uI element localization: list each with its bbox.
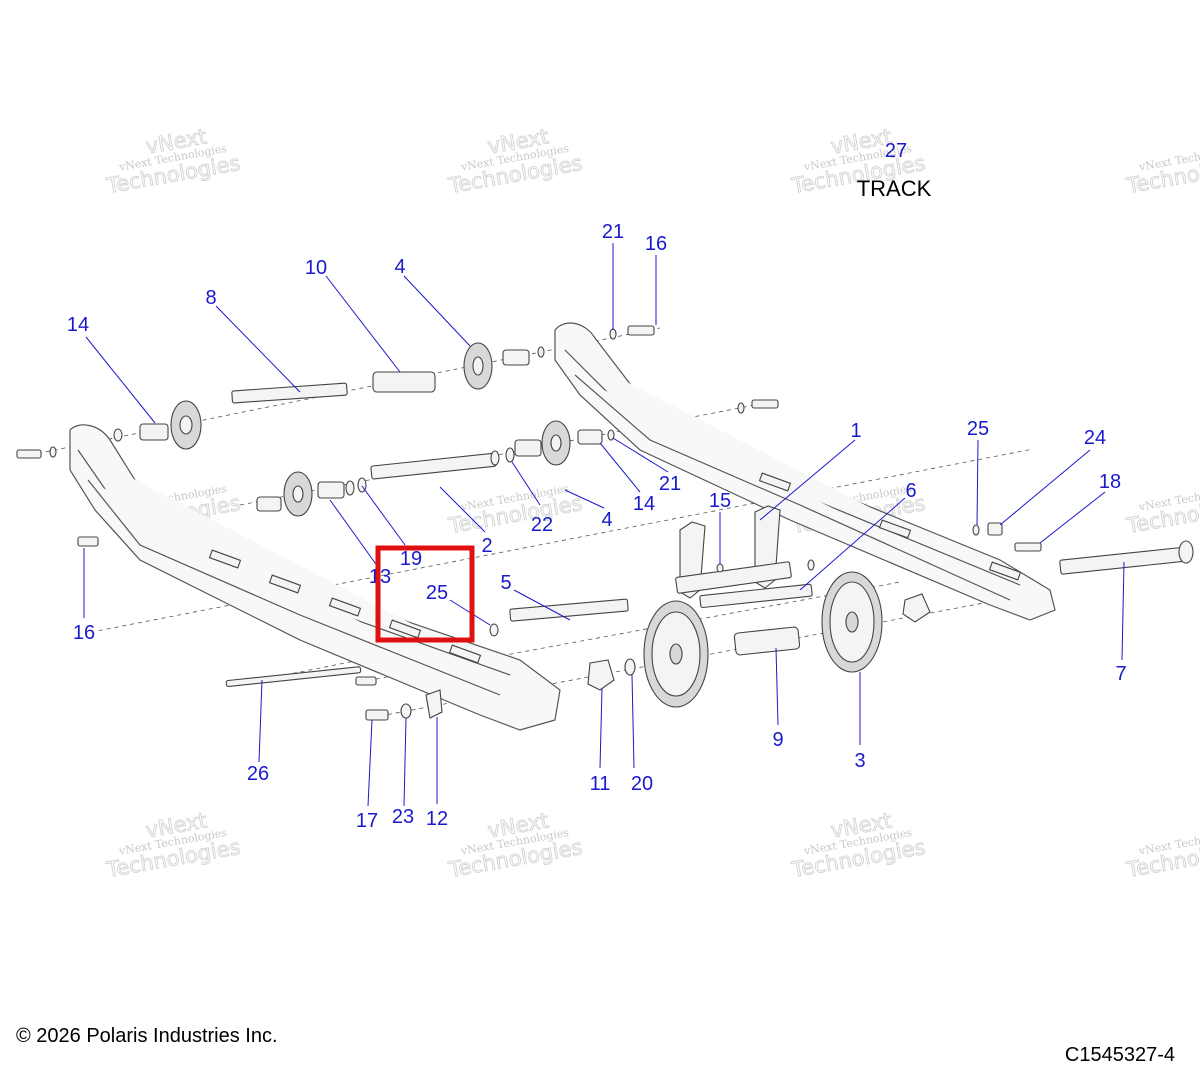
axle-9 bbox=[733, 626, 801, 656]
shaft-10 bbox=[372, 371, 436, 393]
callout-21-lower[interactable]: 21 bbox=[659, 473, 681, 495]
callout-23[interactable]: 23 bbox=[392, 806, 414, 828]
shaft-6 bbox=[699, 583, 813, 609]
diagram-code: C1545327-4 bbox=[1064, 1044, 1175, 1066]
callout-26[interactable]: 26 bbox=[247, 763, 269, 785]
shaft-2 bbox=[370, 452, 497, 480]
callout-14-left[interactable]: 14 bbox=[67, 314, 89, 336]
callout-16-right[interactable]: 16 bbox=[645, 233, 667, 255]
bolt-18 bbox=[1014, 542, 1042, 552]
bolt-16-left bbox=[77, 536, 99, 547]
callout-5[interactable]: 5 bbox=[500, 572, 511, 594]
callout-22[interactable]: 22 bbox=[531, 514, 553, 536]
callout-6[interactable]: 6 bbox=[905, 480, 916, 502]
callout-15[interactable]: 15 bbox=[709, 490, 731, 512]
plate-12 bbox=[425, 689, 443, 719]
watermark-top-1: vNext Technologies Technologies vNext bbox=[104, 124, 243, 199]
bolt-26 bbox=[225, 666, 362, 688]
callout-10[interactable]: 10 bbox=[305, 257, 327, 279]
watermark-mid-4: vNext Technologies Technologies bbox=[1124, 482, 1200, 539]
spacer-14-right bbox=[577, 429, 603, 445]
large-wheels bbox=[587, 571, 931, 708]
callout-7[interactable]: 7 bbox=[1115, 663, 1126, 685]
callout-12[interactable]: 12 bbox=[426, 808, 448, 830]
spacer-13 bbox=[317, 481, 345, 499]
callout-27[interactable]: 27 bbox=[885, 140, 907, 162]
shaft-5 bbox=[509, 598, 629, 622]
callout-2[interactable]: 2 bbox=[481, 535, 492, 557]
watermark-bottom-3: vNext Technologies Technologies vNext bbox=[789, 808, 928, 883]
bolt-17 bbox=[365, 709, 389, 721]
shaft-8 bbox=[231, 382, 348, 404]
callout-21-upper[interactable]: 21 bbox=[602, 221, 624, 243]
bolt-left-upper bbox=[16, 449, 42, 459]
callout-8[interactable]: 8 bbox=[205, 287, 216, 309]
bracket-1 bbox=[675, 505, 792, 599]
watermark-top-4: vNext Technologies Technologies bbox=[1124, 142, 1200, 199]
callout-24[interactable]: 24 bbox=[1084, 427, 1106, 449]
washer-23 bbox=[400, 703, 412, 719]
callout-3[interactable]: 3 bbox=[854, 750, 865, 772]
callout-11[interactable]: 11 bbox=[590, 773, 611, 795]
callout-20[interactable]: 20 bbox=[631, 773, 653, 795]
cap-11 bbox=[587, 659, 615, 691]
callout-labels: 1 2 3 4 4 5 6 7 8 9 10 11 12 13 14 14 15… bbox=[67, 221, 1127, 832]
right-rail bbox=[554, 322, 1056, 621]
callout-18[interactable]: 18 bbox=[1099, 471, 1121, 493]
callout-1[interactable]: 1 bbox=[850, 420, 861, 442]
middle-shaft-assembly bbox=[256, 399, 779, 517]
callout-16-left[interactable]: 16 bbox=[73, 622, 95, 644]
callout-25-right[interactable]: 25 bbox=[967, 418, 989, 440]
left-rail bbox=[69, 424, 561, 731]
copyright-text: © 2026 Polaris Industries Inc. bbox=[16, 1025, 278, 1047]
callout-4-lower[interactable]: 4 bbox=[601, 509, 612, 531]
track-label: TRACK bbox=[857, 176, 932, 201]
nut-24 bbox=[987, 522, 1003, 536]
callout-14-right[interactable]: 14 bbox=[633, 493, 655, 515]
lower-fasteners bbox=[77, 522, 1042, 721]
watermark-bottom-1: vNext Technologies Technologies vNext bbox=[104, 808, 243, 883]
cross-shafts bbox=[489, 540, 1194, 637]
spacer-14-left bbox=[139, 423, 169, 441]
callout-25-highlighted[interactable]: 25 bbox=[426, 582, 448, 604]
watermark-top-2: vNext Technologies Technologies vNext bbox=[446, 124, 585, 199]
callout-4-upper[interactable]: 4 bbox=[394, 256, 405, 278]
highlight-box bbox=[375, 545, 475, 643]
upper-shaft-assembly bbox=[16, 325, 655, 459]
bolt-16-right bbox=[627, 325, 655, 336]
callout-9[interactable]: 9 bbox=[772, 729, 783, 751]
watermark-mid-2: vNext Technologies Technologies bbox=[446, 482, 585, 539]
watermark-bottom-2: vNext Technologies Technologies vNext bbox=[446, 808, 585, 883]
watermark-bottom-4: vNext Technologies Technologies bbox=[1124, 826, 1200, 883]
callout-19[interactable]: 19 bbox=[400, 548, 422, 570]
callout-17[interactable]: 17 bbox=[356, 810, 378, 832]
